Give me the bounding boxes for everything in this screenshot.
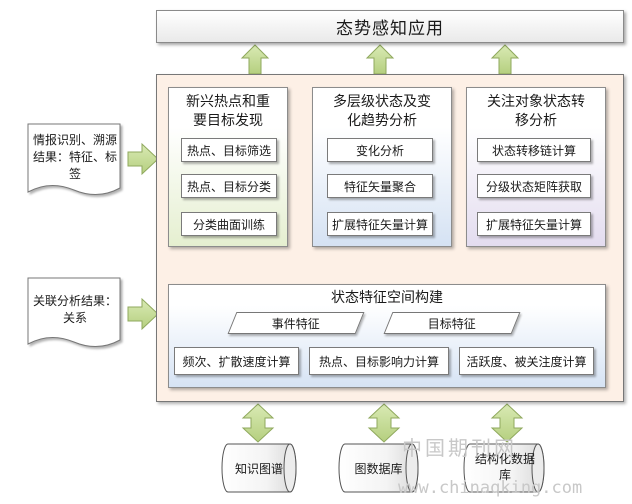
computation-box-3: 活跃度、被关注度计算 — [459, 347, 594, 375]
input-doc-shape-2 — [27, 277, 121, 347]
column-2-title: 多层级状态及变化趋势分析 — [333, 94, 431, 129]
bidir-arrow-db-2 — [367, 403, 401, 443]
computation-box-2: 热点、目标影响力计算 — [309, 347, 449, 375]
db-cylinder-2 — [338, 443, 419, 493]
column-panel-2: 多层级状态及变化趋势分析 变化分析 特征矢量聚合 扩展特征矢量计算 — [312, 87, 452, 247]
column-2-item-2: 特征矢量聚合 — [327, 174, 433, 198]
state-space-title: 状态特征空间构建 — [331, 290, 443, 306]
input-label-2: 关联分析结果：关系 — [32, 294, 117, 325]
app-title: 态势感知应用 — [336, 19, 444, 39]
column-2-item-1: 变化分析 — [327, 138, 433, 162]
column-3-item-2: 分级状态矩阵获取 — [477, 174, 591, 198]
db-cylinder-1 — [221, 443, 297, 493]
up-arrow-to-app-1 — [240, 44, 270, 75]
column-1-title: 新兴热点和重要目标发现 — [186, 94, 270, 129]
column-2-item-3: 扩展特征矢量计算 — [327, 212, 433, 236]
bidir-arrow-db-1 — [241, 403, 275, 443]
column-3-item-1: 状态转移链计算 — [477, 138, 591, 162]
watermark-url: www.chinaqking.com — [398, 478, 583, 498]
right-arrow-input-2 — [127, 297, 159, 331]
input-label-1: 情报识别、溯源结果：特征、标签 — [32, 132, 117, 181]
column-3-title: 关注对象状态转移分析 — [487, 94, 585, 129]
column-3-item-3: 扩展特征矢量计算 — [477, 212, 591, 236]
column-panel-3: 关注对象状态转移分析 状态转移链计算 分级状态矩阵获取 扩展特征矢量计算 — [466, 87, 606, 247]
situation-awareness-app-bar: 态势感知应用 — [156, 10, 624, 43]
target-feature-box: 目标特征 — [383, 312, 521, 334]
right-arrow-input-1 — [127, 142, 159, 176]
input-doc-shape-1 — [27, 123, 121, 195]
db-label-3: 结构化数据库 — [474, 452, 535, 482]
event-feature-box: 事件特征 — [227, 312, 365, 334]
db-label-1: 知识图谱 — [234, 461, 283, 476]
watermark-cn: 中国期刊网 — [402, 436, 517, 460]
bidir-arrow-db-3 — [490, 403, 524, 443]
db-label-2: 图数据库 — [354, 461, 403, 476]
column-1-item-3: 分类曲面训练 — [181, 212, 277, 236]
db-cylinder-3 — [463, 443, 545, 493]
column-panel-1: 新兴热点和重要目标发现 热点、目标筛选 热点、目标分类 分类曲面训练 — [168, 87, 288, 247]
column-1-item-1: 热点、目标筛选 — [181, 138, 277, 162]
computation-box-1: 频次、扩散速度计算 — [174, 347, 299, 375]
column-1-item-2: 热点、目标分类 — [181, 174, 277, 198]
up-arrow-to-app-3 — [490, 44, 520, 75]
up-arrow-to-app-2 — [365, 44, 395, 75]
